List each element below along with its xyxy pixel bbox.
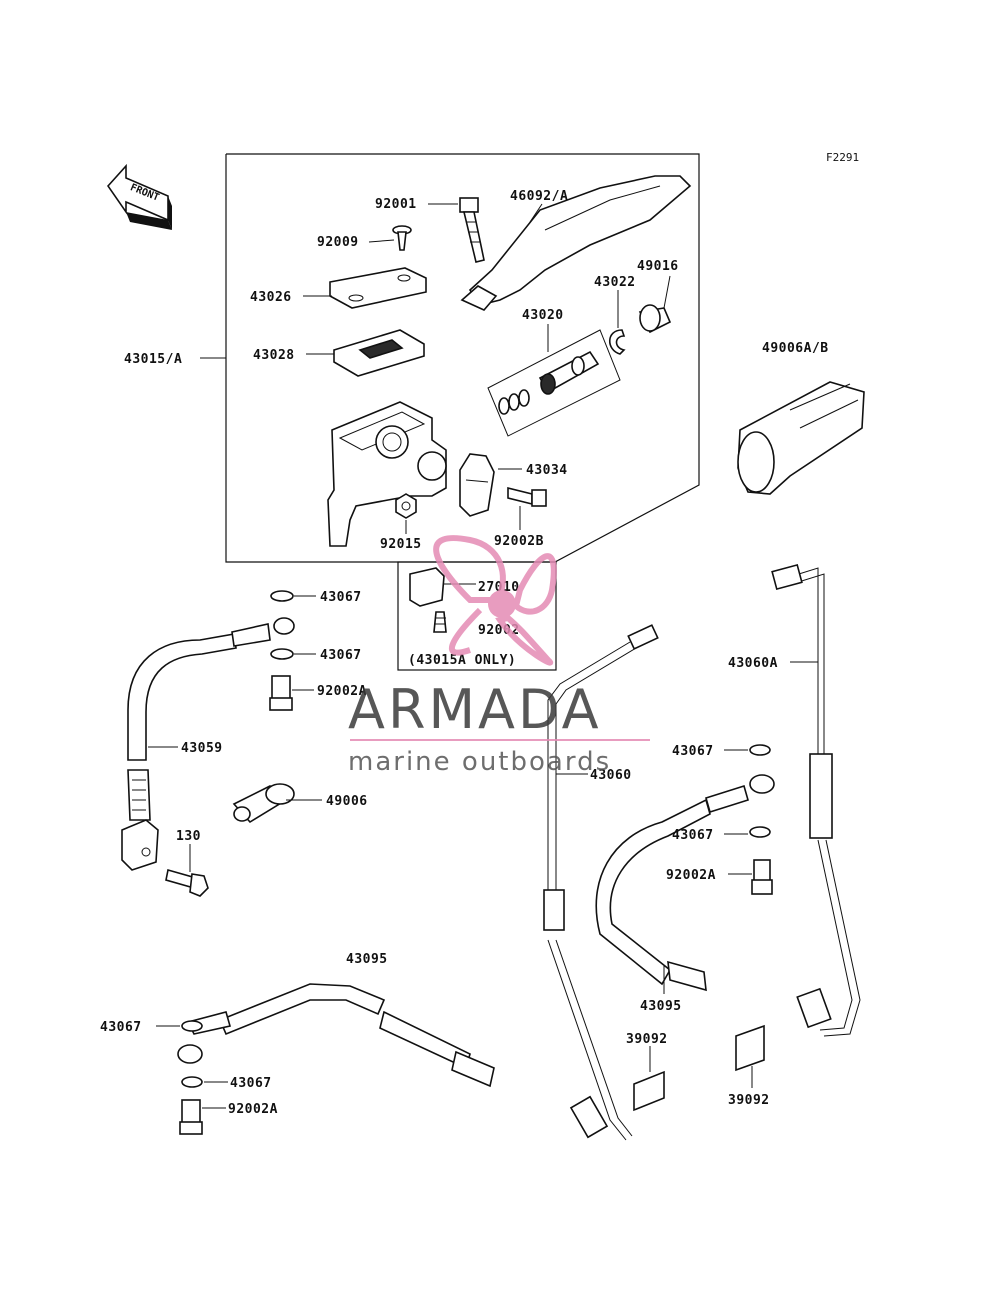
label-39092-left: 39092 bbox=[626, 1032, 668, 1047]
label-92002a-2: 92002A bbox=[666, 868, 716, 883]
label-130: 130 bbox=[176, 829, 201, 844]
brake-lever bbox=[460, 175, 692, 311]
bolt-130 bbox=[165, 868, 209, 897]
leader-lines bbox=[148, 203, 818, 1109]
banjo-bolt-3 bbox=[179, 1099, 203, 1135]
label-43067-right-1: 43067 bbox=[672, 744, 714, 759]
label-49016: 49016 bbox=[637, 259, 679, 274]
label-43067-bottom-2: 43067 bbox=[230, 1076, 272, 1091]
washer-top-1 bbox=[270, 590, 294, 602]
label-92015: 92015 bbox=[380, 537, 422, 552]
banjo-bolt-2 bbox=[751, 859, 773, 895]
hose-43095-right bbox=[595, 774, 775, 992]
label-43095-right: 43095 bbox=[640, 999, 682, 1014]
clip-39092-right bbox=[735, 1024, 765, 1072]
propeller-logo-icon bbox=[433, 535, 557, 666]
figure-id: F2291 bbox=[826, 151, 859, 164]
reservoir-diaphragm bbox=[333, 329, 425, 377]
label-43067-top-2: 43067 bbox=[320, 648, 362, 663]
label-43034: 43034 bbox=[526, 463, 568, 478]
label-43060: 43060 bbox=[590, 768, 632, 783]
lever-cover bbox=[737, 381, 865, 495]
brake-light-switch bbox=[409, 567, 476, 607]
label-49006: 49006 bbox=[326, 794, 368, 809]
switch-subassembly-box bbox=[397, 561, 557, 671]
washer-bottom-1 bbox=[181, 1020, 203, 1032]
washer-right-1 bbox=[749, 744, 771, 756]
label-92002a-3: 92002A bbox=[228, 1102, 278, 1117]
banjo-bolt-1 bbox=[269, 675, 293, 711]
lever-nut bbox=[395, 493, 417, 519]
label-43067-right-2: 43067 bbox=[672, 828, 714, 843]
front-arrow-icon: FRONT bbox=[106, 163, 172, 230]
label-43060a: 43060A bbox=[728, 656, 778, 671]
label-39092-right: 39092 bbox=[728, 1093, 770, 1108]
subassembly-note: (43015A ONLY) bbox=[408, 653, 516, 668]
washer-bottom-2 bbox=[181, 1076, 203, 1088]
clip-39092-left bbox=[633, 1070, 665, 1112]
watermark-tagline: marine outboards bbox=[348, 747, 611, 777]
clamp-bolt bbox=[507, 486, 547, 507]
label-49006-ab: 49006A/B bbox=[762, 341, 829, 356]
washer-top-2 bbox=[270, 648, 294, 660]
label-27010: 27010 bbox=[478, 580, 520, 595]
hose-43095-bottom bbox=[177, 983, 495, 1088]
reservoir-screw bbox=[392, 225, 412, 251]
label-43028: 43028 bbox=[253, 348, 295, 363]
label-46092-a: 46092/A bbox=[510, 189, 568, 204]
hose-fitting-49006 bbox=[232, 783, 295, 824]
watermark-brand: ARMADA bbox=[348, 678, 602, 741]
label-43026: 43026 bbox=[250, 290, 292, 305]
label-92002a-1: 92002A bbox=[317, 684, 367, 699]
switch-screw bbox=[433, 611, 447, 633]
reservoir-cap bbox=[329, 267, 427, 309]
label-43059: 43059 bbox=[181, 741, 223, 756]
brake-pipe-43060 bbox=[543, 624, 659, 1141]
label-43067-top-1: 43067 bbox=[320, 590, 362, 605]
washer-right-2 bbox=[749, 826, 771, 838]
piston-kit bbox=[487, 329, 621, 437]
label-92001: 92001 bbox=[375, 197, 417, 212]
handlebar-clamp bbox=[459, 453, 495, 517]
brake-pipe-43060A bbox=[771, 563, 861, 1037]
armada-watermark: ARMADA marine outboards bbox=[348, 535, 650, 777]
label-43022: 43022 bbox=[594, 275, 636, 290]
hose-43059 bbox=[121, 617, 295, 871]
label-43095-bottom: 43095 bbox=[346, 952, 388, 967]
label-43015-a: 43015/A bbox=[124, 352, 182, 367]
dust-boot bbox=[638, 304, 672, 334]
label-92009: 92009 bbox=[317, 235, 359, 250]
label-43067-bottom-1: 43067 bbox=[100, 1020, 142, 1035]
pivot-bolt bbox=[459, 197, 485, 263]
master-cylinder-assembly-box bbox=[225, 153, 700, 563]
label-92002b: 92002B bbox=[494, 534, 544, 549]
circlip bbox=[608, 329, 626, 355]
label-43020: 43020 bbox=[522, 308, 564, 323]
master-cylinder-body bbox=[327, 401, 447, 547]
